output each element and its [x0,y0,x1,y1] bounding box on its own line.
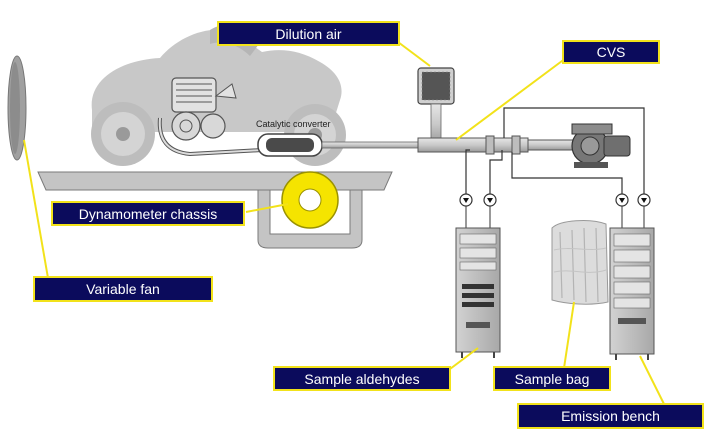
aldehyde-sampler-cabinet [455,227,501,358]
sample-pumps [459,193,651,228]
variable-fan [7,55,27,161]
dynamometer-chassis-label: Dynamometer chassis [51,201,245,226]
leader-line-variable-fan [23,139,49,279]
sample-pump [483,193,497,207]
leader-line-dilution-air [397,41,431,67]
variable-fan-label: Variable fan [33,276,213,302]
dilution-air-label: Dilution air [217,21,400,46]
engine [171,77,237,141]
sample-pump [459,193,473,207]
leader-line-dynamometer [245,203,289,213]
sample-bags [551,220,609,305]
dilution-air-filter [417,67,455,145]
emission-bench-label: Emission bench [517,403,704,429]
catalytic-converter [257,133,421,157]
leader-line-emission-bench [639,355,665,405]
sample-pump [637,193,651,207]
leader-line-sample-bag [563,301,575,369]
leader-line-sample-aldehydes [445,347,479,373]
cvs-blower [571,123,631,168]
catalytic-converter-label: Catalytic converter [256,119,331,129]
leader-lines [23,41,665,405]
dynamometer-roller [281,171,339,229]
sample-aldehydes-label: Sample aldehydes [273,366,451,391]
cvs-tunnel [417,135,575,155]
sample-lines [465,107,645,200]
sample-pump [615,193,629,207]
emission-bench-cabinet [609,227,655,360]
cvs-label: CVS [562,40,660,64]
sample-bag-label: Sample bag [493,366,611,391]
leader-line-cvs [455,57,567,141]
